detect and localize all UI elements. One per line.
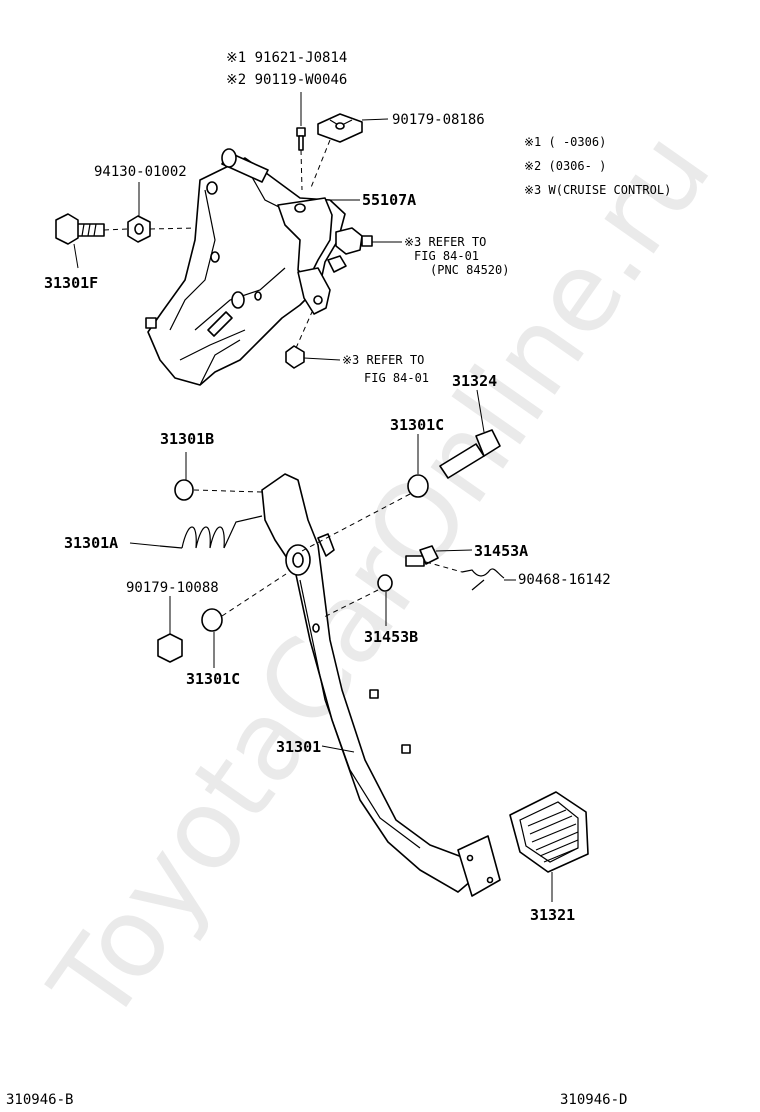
- bushing-31453b: [377, 574, 393, 592]
- label-refer-1b: FIG 84-01: [414, 249, 479, 263]
- brake-pedal-arm: [261, 473, 501, 897]
- clevis-pin-31453a: [405, 545, 439, 567]
- note-3: ※3 W(CRUISE CONTROL): [524, 183, 671, 197]
- footer-left-code: 310946-B: [6, 1092, 73, 1108]
- leader-p18: [321, 745, 355, 753]
- bushing-31301b: [174, 479, 194, 501]
- pedal-bracket: [145, 148, 373, 386]
- label-90468: 90468-16142: [518, 572, 611, 588]
- pivot-bolt-31324: [439, 429, 501, 479]
- label-refer-1a: ※3 REFER TO: [404, 235, 486, 249]
- label-90179-08186: 90179-08186: [392, 112, 485, 128]
- label-91621: ※1 91621-J0814: [226, 50, 347, 66]
- nut-90179-10088: [157, 633, 183, 663]
- leader-p13: [435, 549, 473, 552]
- pin-axis: [321, 589, 379, 619]
- label-90179-10088: 90179-10088: [126, 580, 219, 596]
- label-94130: 94130-01002: [94, 164, 187, 180]
- nut-94130-01002: [127, 215, 151, 243]
- note-2: ※2 (0306- ): [524, 159, 606, 173]
- label-31321: 31321: [530, 906, 575, 924]
- bolt-91621: [296, 127, 306, 151]
- label-refer-2b: FIG 84-01: [364, 371, 429, 385]
- clip-nut-90179-08186: [317, 113, 363, 143]
- bolt-31301f: [55, 213, 105, 245]
- label-31301: 31301: [276, 738, 321, 756]
- bolt-axis-line: [103, 227, 196, 231]
- label-55107a: 55107A: [362, 191, 416, 209]
- label-31301f: 31301F: [44, 274, 98, 292]
- note-1: ※1 ( -0306): [524, 135, 606, 149]
- footer-right-code: 310946-D: [560, 1092, 627, 1108]
- label-refer-2a: ※3 REFER TO: [342, 353, 424, 367]
- bushing-b-axis: [193, 489, 263, 493]
- pedal-pad-31321: [509, 791, 589, 873]
- small-bolt-axis: [300, 149, 303, 191]
- label-31301c-lower: 31301C: [186, 670, 240, 688]
- label-31324: 31324: [452, 372, 497, 390]
- bushing-31301c-upper: [407, 474, 429, 498]
- leader-p8: [303, 357, 341, 361]
- leader-p12: [129, 542, 161, 547]
- return-spring-31301a: [159, 515, 263, 549]
- label-31301b: 31301B: [160, 430, 214, 448]
- label-refer-1c: (PNC 84520): [430, 263, 509, 277]
- bushing-c-lower-axis: [221, 573, 287, 617]
- label-31301c-upper: 31301C: [390, 416, 444, 434]
- bushing-31301c-lower: [201, 608, 223, 632]
- clip-axis: [425, 561, 463, 573]
- clip-90468-16142: [461, 568, 505, 591]
- bushing-c-upper-axis: [299, 493, 411, 553]
- nut-cruise: [285, 345, 305, 369]
- label-31453b: 31453B: [364, 628, 418, 646]
- label-31301a: 31301A: [64, 534, 118, 552]
- clip-nut-axis: [309, 139, 331, 191]
- cruise-nut-axis: [295, 311, 313, 349]
- leader-p3: [361, 118, 389, 121]
- label-31453a: 31453A: [474, 542, 528, 560]
- leader-p9: [476, 389, 485, 433]
- leader-p6: [73, 243, 79, 269]
- label-90119: ※2 90119-W0046: [226, 72, 347, 88]
